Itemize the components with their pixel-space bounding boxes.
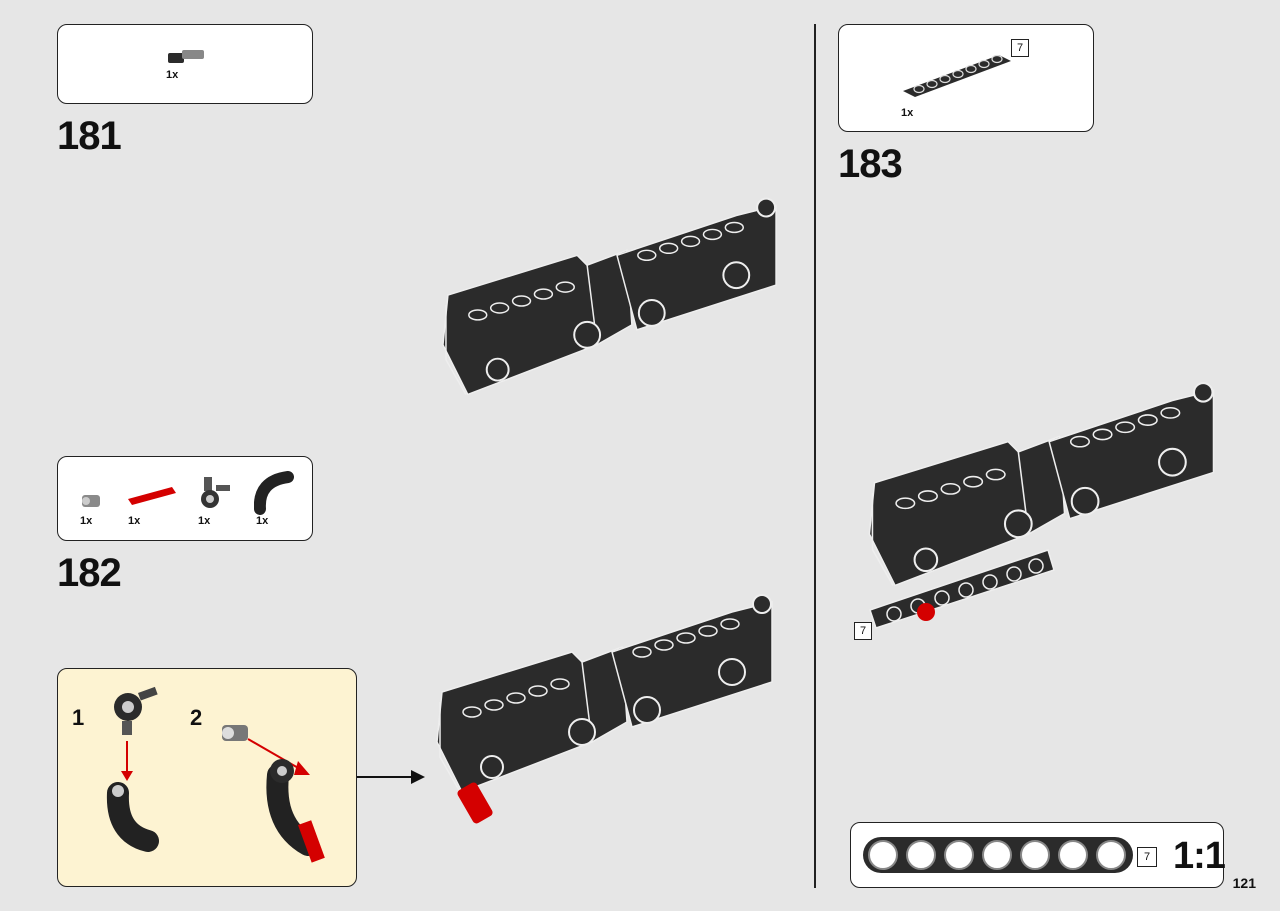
scale-label: 1:1 bbox=[1173, 835, 1226, 877]
step-number-181: 181 bbox=[57, 114, 122, 158]
parts-box-183: 1x 7 bbox=[838, 24, 1094, 132]
scale-length-badge: 7 bbox=[1137, 847, 1157, 867]
part-qty: 1x bbox=[901, 107, 914, 119]
callout-length-badge: 7 bbox=[854, 622, 872, 640]
curved-beam-icon bbox=[254, 471, 294, 515]
callout-arrow bbox=[357, 770, 425, 784]
part-qty: 1x bbox=[166, 69, 179, 81]
part-qty: 1x bbox=[80, 515, 93, 527]
part-qty: 1x bbox=[198, 515, 211, 527]
parts-box-181: 1x bbox=[57, 24, 313, 104]
model-assembly-182 bbox=[418, 592, 786, 842]
axle-connector-icon bbox=[201, 477, 230, 508]
page-divider bbox=[814, 24, 816, 888]
axle-pin-icon bbox=[168, 50, 204, 63]
part-qty: 1x bbox=[256, 515, 269, 527]
step-number-183: 183 bbox=[838, 142, 903, 186]
scale-beam-icon bbox=[863, 837, 1133, 873]
subassembly-callout: 1 2 bbox=[57, 668, 357, 887]
substep-1-illustration bbox=[106, 686, 159, 852]
substep-number-1: 1 bbox=[72, 705, 85, 730]
step-number-182: 182 bbox=[57, 551, 122, 595]
scale-reference-box: 7 1:1 bbox=[850, 822, 1226, 888]
part-qty: 1x bbox=[128, 515, 141, 527]
model-assembly-181 bbox=[438, 195, 786, 415]
part-length-badge: 7 bbox=[1011, 39, 1029, 57]
substep-2-illustration bbox=[222, 725, 325, 863]
bush-icon bbox=[82, 495, 100, 507]
red-pin-icon bbox=[128, 487, 176, 505]
beam-7-icon bbox=[903, 54, 1011, 97]
parts-box-182: 1x 1x 1x 1x bbox=[57, 456, 313, 541]
model-assembly-183 bbox=[858, 380, 1228, 630]
substep-number-2: 2 bbox=[190, 705, 203, 730]
page-number: 121 bbox=[1232, 875, 1256, 891]
